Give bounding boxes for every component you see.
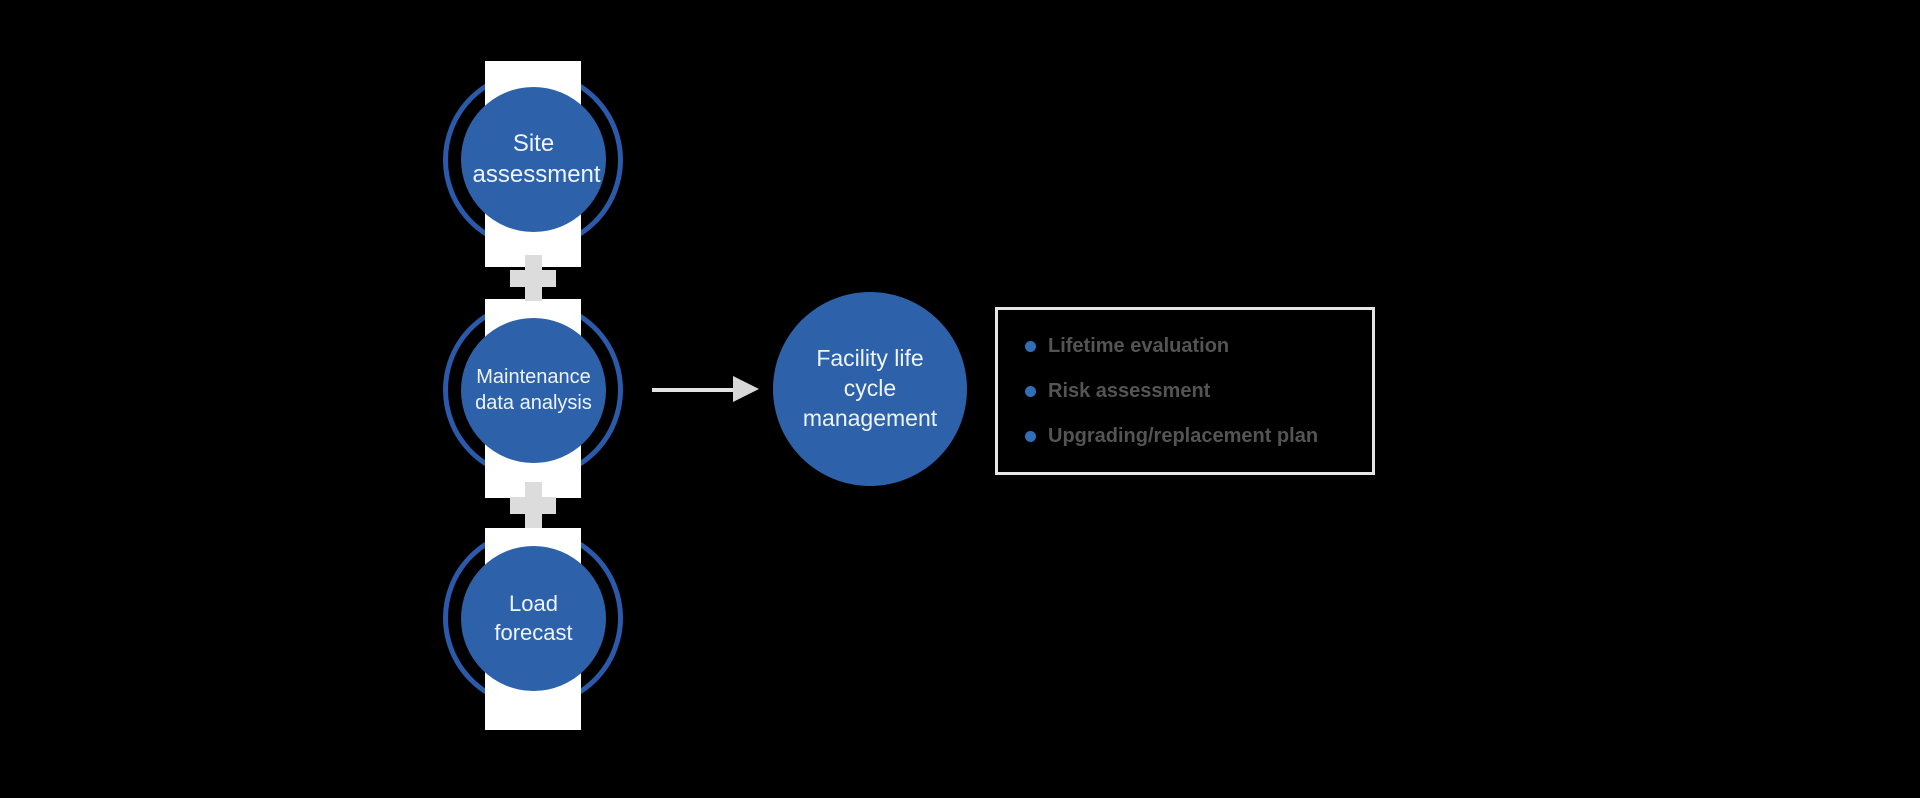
plus-icon xyxy=(510,482,556,528)
step-label: Maintenance data analysis xyxy=(475,365,592,414)
step-circle-maintenance-data-analysis: Maintenance data analysis xyxy=(461,318,606,463)
output-label: Risk assessment xyxy=(1048,380,1211,402)
bullet-dot-icon xyxy=(1025,430,1036,442)
step-label: Site assessment xyxy=(472,129,601,188)
flow-arrow xyxy=(652,376,759,403)
output-item: Upgrading/replacement plan xyxy=(1025,423,1372,449)
output-item: Risk assessment xyxy=(1025,378,1372,404)
bullet-dot-icon xyxy=(1025,340,1036,352)
outputs-box: Lifetime evaluation Risk assessment Upgr… xyxy=(995,307,1375,475)
step-circle-load-forecast: Load forecast xyxy=(461,546,606,691)
arrow-head-icon xyxy=(733,376,759,402)
bullet-dot-icon xyxy=(1025,385,1036,397)
plus-vertical-bar xyxy=(525,255,542,301)
plus-vertical-bar xyxy=(525,482,542,528)
output-label: Upgrading/replacement plan xyxy=(1048,425,1319,447)
output-item: Lifetime evaluation xyxy=(1025,333,1372,359)
output-label: Lifetime evaluation xyxy=(1048,335,1230,357)
step-label: Load forecast xyxy=(494,591,573,645)
arrow-line xyxy=(652,388,736,392)
plus-icon xyxy=(510,255,556,301)
result-circle-facility-life-cycle-management: Facility life cycle management xyxy=(773,292,967,486)
result-label: Facility life cycle management xyxy=(802,345,938,431)
step-circle-site-assessment: Site assessment xyxy=(461,87,606,232)
